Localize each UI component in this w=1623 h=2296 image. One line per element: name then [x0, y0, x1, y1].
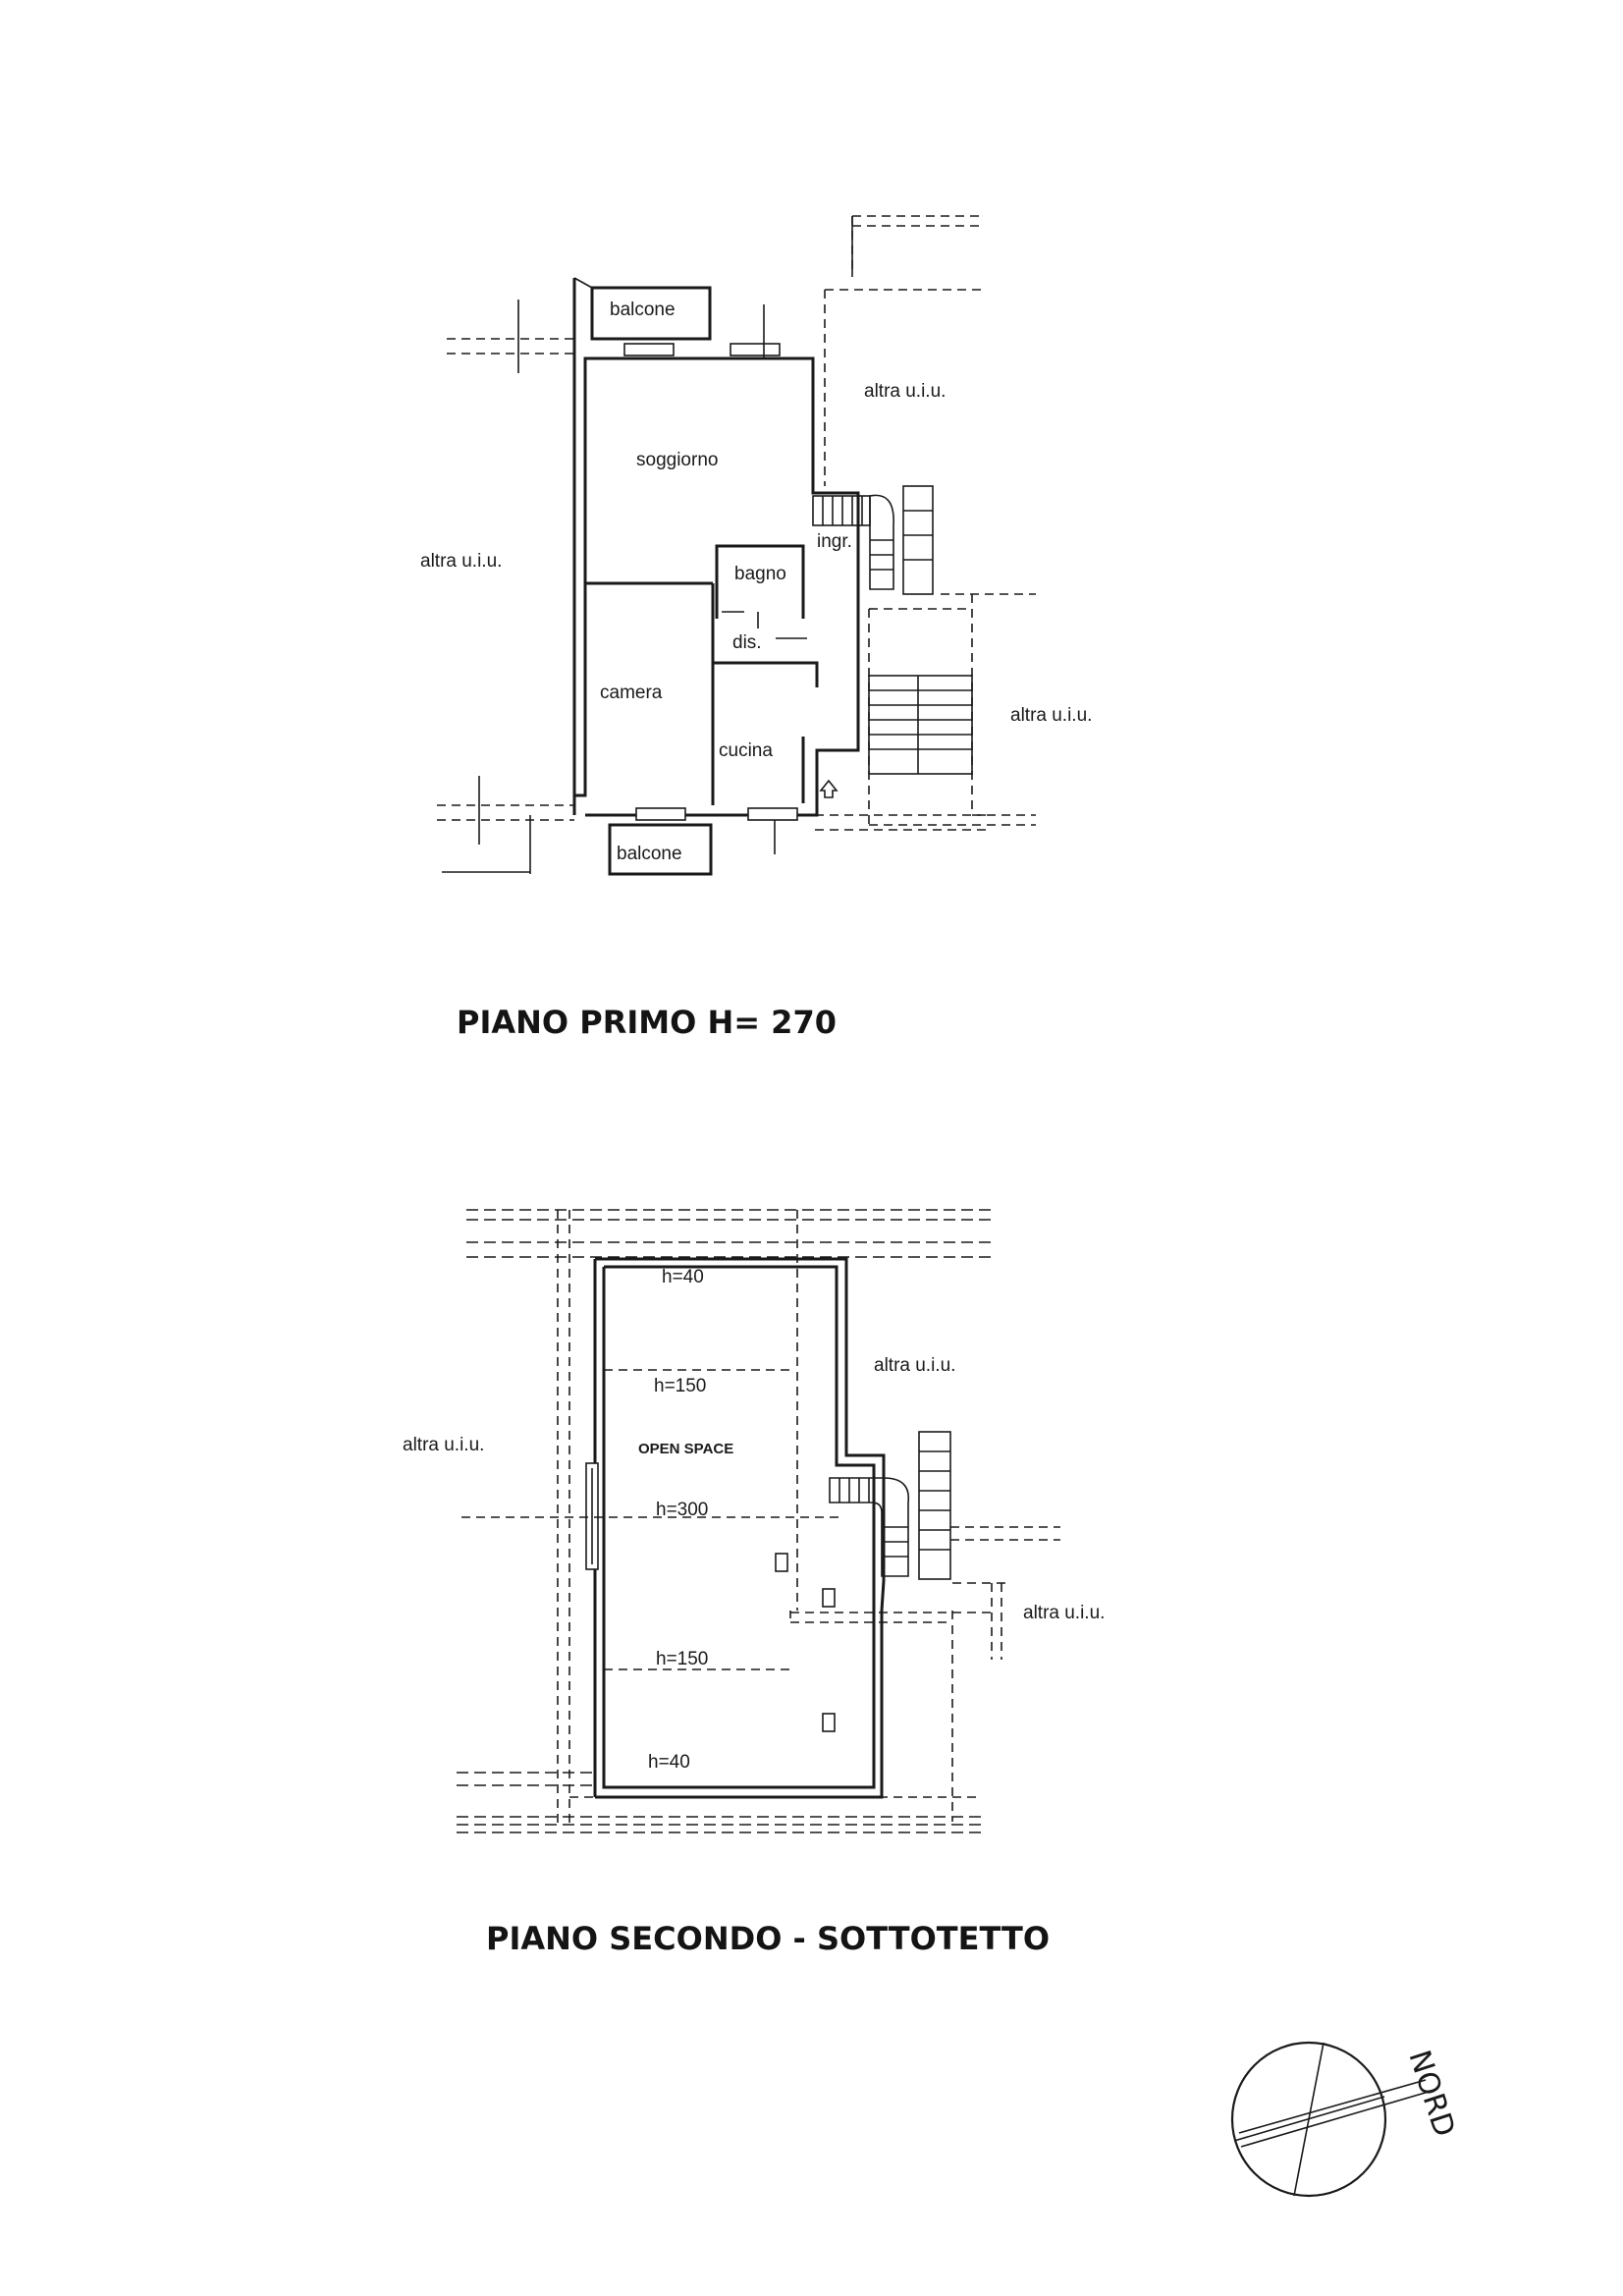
entrance-arrow-icon	[819, 779, 839, 798]
window	[623, 343, 675, 356]
window	[635, 807, 686, 821]
staircase	[812, 485, 934, 595]
first-floor-plan: balcone soggiorno bagno ingr. dis. camer…	[420, 215, 1092, 1041]
neighbor-label-right: altra u.i.u.	[1023, 1603, 1105, 1623]
adjacent-stair	[868, 675, 973, 775]
window	[747, 807, 798, 821]
room-label-hall: dis.	[732, 632, 762, 653]
chimney-vent	[775, 1553, 788, 1572]
height-label: h=150	[654, 1376, 706, 1396]
plan-title-attic: PIANO SECONDO - SOTTOTETTO	[486, 1920, 1050, 1957]
height-label: h=300	[656, 1500, 708, 1520]
room-label-entrance: ingr.	[817, 531, 852, 552]
height-label: h=40	[662, 1267, 704, 1287]
bottom-balcony	[608, 823, 713, 876]
room-label-bedroom: camera	[600, 683, 663, 703]
height-label: h=150	[656, 1649, 708, 1669]
attic-floor-plan: h=40 h=150 OPEN SPACE h=300 h=150 h=40 a…	[403, 1209, 1105, 1957]
room-label-bathroom: bagno	[734, 564, 786, 584]
neighbor-label-right: altra u.i.u.	[1010, 705, 1092, 726]
top-balcony	[590, 286, 712, 341]
neighbor-label-top-right: altra u.i.u.	[874, 1355, 955, 1376]
height-label: h=40	[648, 1752, 690, 1773]
neighbor-label-left: altra u.i.u.	[403, 1435, 484, 1455]
room-label-open-space: OPEN SPACE	[638, 1441, 733, 1457]
room-label-kitchen: cucina	[719, 740, 773, 761]
neighbor-label-left: altra u.i.u.	[420, 551, 502, 572]
north-label: NORD	[1401, 2047, 1461, 2141]
window	[730, 343, 781, 356]
room-label-balcony-top: balcone	[610, 300, 676, 320]
room-label-living: soggiorno	[636, 450, 718, 470]
exterior-wall	[572, 278, 860, 817]
neighbor-label-top-right: altra u.i.u.	[864, 381, 946, 402]
exterior-wall	[595, 1257, 886, 1799]
room-label-balcony-bottom: balcone	[617, 844, 682, 864]
staircase	[829, 1431, 951, 1580]
chimney-vent	[822, 1713, 836, 1732]
chimney-vent	[822, 1588, 836, 1608]
compass: NORD	[1230, 2041, 1461, 2198]
compass-circle	[1230, 2041, 1387, 2198]
plan-title-first-floor: PIANO PRIMO H= 270	[457, 1004, 837, 1041]
